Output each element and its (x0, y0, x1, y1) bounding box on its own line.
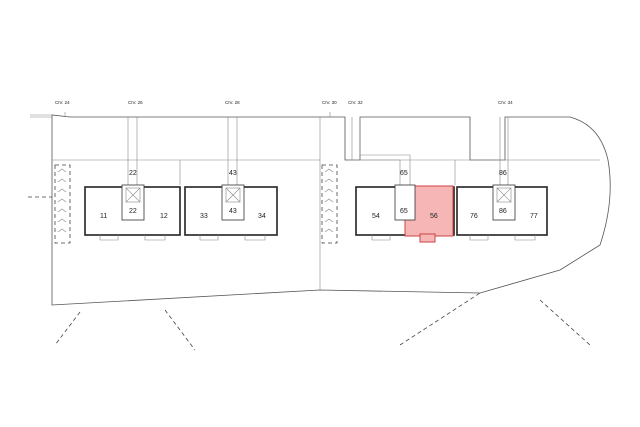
parking-area-right (321, 164, 338, 244)
building-2 (184, 184, 278, 241)
civic-label-28: CIV. 28 (225, 100, 240, 105)
core-label: 65 (400, 208, 408, 215)
civic-label-32: CIV. 32 (348, 100, 363, 105)
unit-label: 11 (100, 213, 107, 220)
civic-label-24: CIV. 24 (55, 100, 70, 105)
building-3 (355, 184, 455, 243)
unit-label: 12 (160, 213, 168, 220)
access-path (127, 117, 509, 185)
unit-label: 34 (258, 213, 266, 220)
core-label: 86 (499, 170, 507, 177)
parking-marks (57, 168, 334, 233)
civic-label-34: CIV. 34 (498, 100, 513, 105)
core-label: 65 (400, 170, 408, 177)
building-4 (456, 184, 548, 241)
core-label: 43 (229, 170, 237, 177)
site-boundary (51, 114, 611, 306)
unit-label-highlighted: 56 (430, 213, 438, 220)
unit-label: 76 (470, 213, 478, 220)
internal-divider (52, 117, 600, 290)
civic-label-26: CIV. 26 (128, 100, 143, 105)
civic-label-30: CIV. 30 (322, 100, 337, 105)
parking-area-left (54, 164, 71, 244)
unit-label: 33 (200, 213, 208, 220)
unit-label: 77 (530, 213, 538, 220)
core-label: 86 (499, 208, 507, 215)
dashed-road-lines (28, 196, 591, 351)
core-label: 22 (129, 170, 137, 177)
building-1 (84, 184, 181, 241)
unit-label: 54 (372, 213, 380, 220)
core-label: 22 (129, 208, 137, 215)
access-road-left (30, 112, 331, 118)
core-label: 43 (229, 208, 237, 215)
